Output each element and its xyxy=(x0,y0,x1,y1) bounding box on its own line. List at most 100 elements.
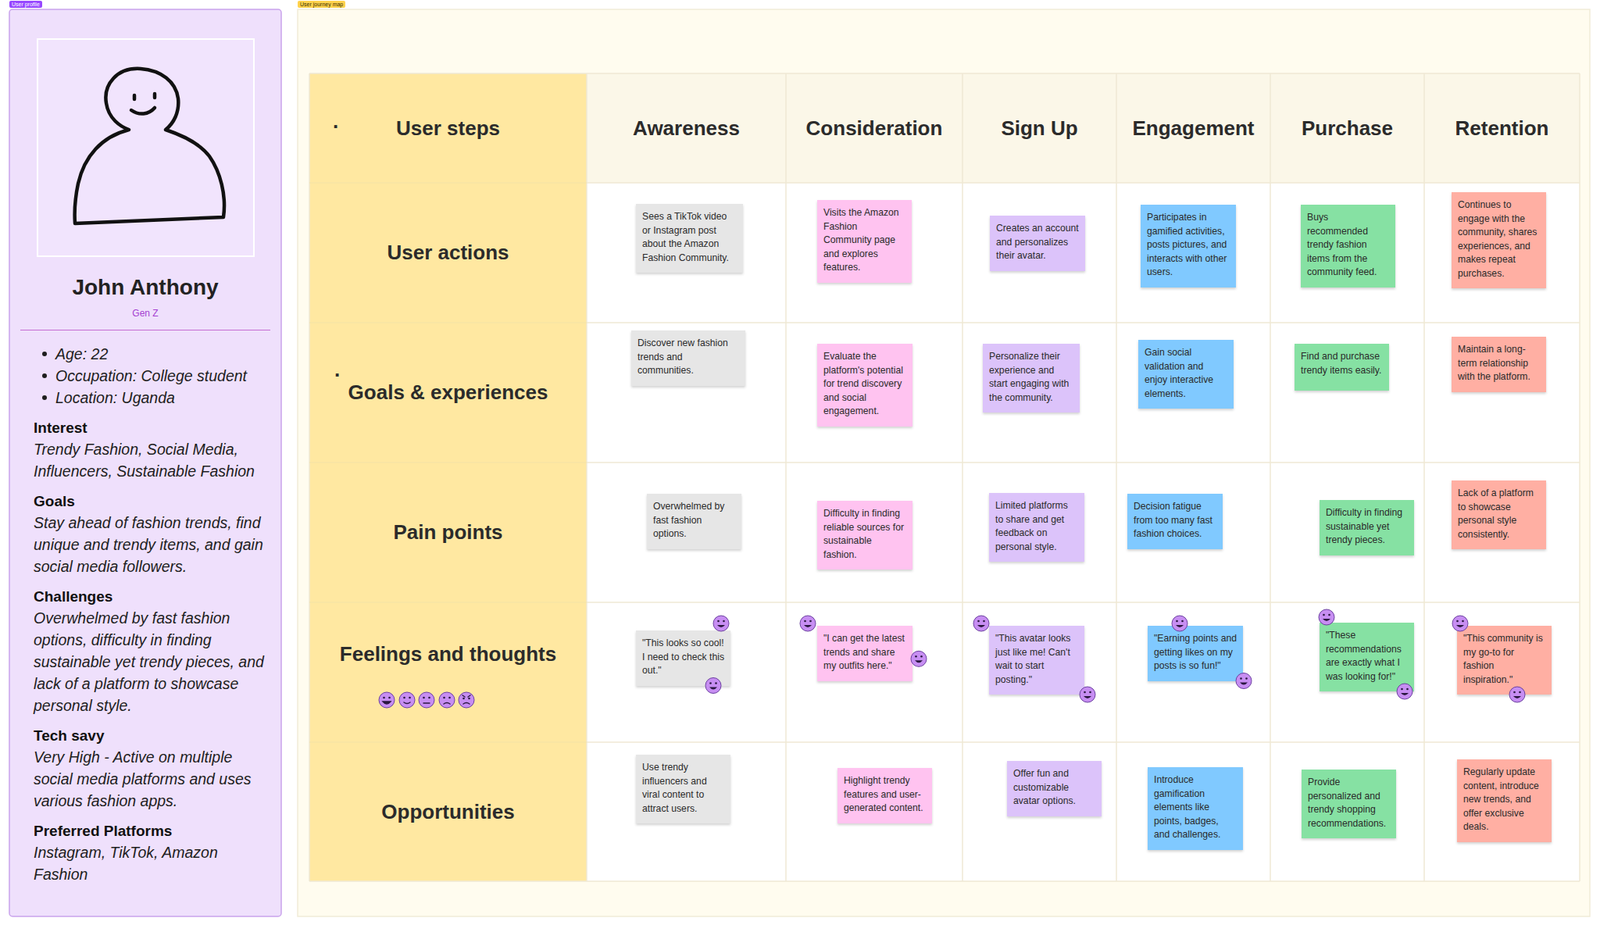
step-column xyxy=(309,73,587,882)
text: Overwhelmed by fast fashion options. xyxy=(653,500,736,542)
sticky-note: "These recommendations are exactly what … xyxy=(1319,622,1415,692)
text: Goals xyxy=(33,491,271,512)
text: Engagement xyxy=(1132,116,1254,141)
text: Difficulty in finding sustainable yet tr… xyxy=(1325,506,1408,548)
text: Find and purchase trendy items easily. xyxy=(1300,350,1383,378)
text: Gen Z xyxy=(20,307,271,331)
grid-header-cell: User actions xyxy=(309,182,587,323)
sticky-note: "This community is my go-to for fashion … xyxy=(1457,625,1552,695)
sticky-note: Participates in gamified activities, pos… xyxy=(1140,204,1236,288)
grid-header-cell: Sign Up xyxy=(962,73,1117,183)
sticky-note: Regularly update content, introduce new … xyxy=(1457,759,1552,843)
text: Use trendy influencers and viral content… xyxy=(642,760,725,816)
sticky-note: Difficulty in finding sustainable yet tr… xyxy=(1319,500,1415,556)
text: Challenges xyxy=(33,586,271,608)
text: Tech savy xyxy=(33,725,271,747)
text: Instagram, TikTok, Amazon Fashion xyxy=(33,841,268,886)
mood-face xyxy=(910,650,927,667)
text: Very High - Active on multiple social me… xyxy=(33,746,268,812)
sticky-note: Find and purchase trendy items easily. xyxy=(1294,343,1390,391)
mood-face xyxy=(800,615,816,632)
sticky-note: Highlight trendy features and user-gener… xyxy=(837,767,933,824)
text: Continues to engage with the community, … xyxy=(1457,198,1540,281)
text: Feelings and thoughts xyxy=(339,642,557,667)
text: Trendy Fashion, Social Media, Influencer… xyxy=(33,438,268,483)
sticky-note: Gain social validation and enjoy interac… xyxy=(1138,339,1234,409)
grid-header-cell: Retention xyxy=(1424,73,1580,183)
grid-header-cell: Awareness xyxy=(586,73,786,183)
sticky-note: "I can get the latest trends and share m… xyxy=(817,625,913,682)
text: Decision fatigue from too many fast fash… xyxy=(1133,500,1217,542)
sticky-note: Evaluate the platform's potential for tr… xyxy=(817,343,913,427)
text: "This looks so cool! I need to check thi… xyxy=(642,636,725,679)
text: Provide personalized and trendy shopping… xyxy=(1307,775,1390,831)
text: Interest xyxy=(33,417,271,439)
text: Awareness xyxy=(632,116,740,141)
text: Sees a TikTok video or Instagram post ab… xyxy=(642,210,737,265)
text: Purchase xyxy=(1301,116,1393,141)
text: Creates an account and personalizes thei… xyxy=(996,221,1079,264)
text: Highlight trendy features and user-gener… xyxy=(843,774,926,816)
sticky-note: Visits the Amazon Fashion Community page… xyxy=(817,200,912,283)
text: Offer fun and customizable avatar option… xyxy=(1013,767,1096,809)
sticky-note: "This avatar looks just like me! Can't w… xyxy=(989,625,1085,695)
text: Opportunities xyxy=(381,800,515,825)
avatar-drawing xyxy=(75,68,225,224)
persona-card: User profileJohn AnthonyGen ZAge: 22Occu… xyxy=(9,9,282,917)
grid-header-cell: Purchase xyxy=(1270,73,1425,183)
text: Participates in gamified activities, pos… xyxy=(1146,210,1230,280)
text: "These recommendations are exactly what … xyxy=(1325,628,1408,684)
sticky-note: Lack of a platform to showcase personal … xyxy=(1451,480,1547,550)
text: Maintain a long-term relationship with t… xyxy=(1457,342,1540,385)
journey-frame: User journey mapUser stepsAwarenessConsi… xyxy=(297,9,1590,917)
grid-header-cell: Opportunities xyxy=(309,742,587,882)
text: Stay ahead of fashion trends, find uniqu… xyxy=(33,511,268,578)
sticky-note: Personalize their experience and start e… xyxy=(982,343,1080,413)
grid-header-cell: Goals & experiences xyxy=(309,322,587,463)
sticky-note: Sees a TikTok video or Instagram post ab… xyxy=(635,203,743,273)
grid-header-cell: Engagement xyxy=(1116,73,1271,183)
text: "I can get the latest trends and share m… xyxy=(823,632,907,674)
text: Difficulty in finding reliable sources f… xyxy=(823,507,907,562)
frame-tag: User profile xyxy=(9,0,43,8)
mood-face xyxy=(973,615,990,632)
sticky-note: Limited platforms to share and get feedb… xyxy=(989,492,1085,562)
text: Age: 22 xyxy=(55,342,271,365)
text: Occupation: College student xyxy=(55,364,271,387)
sticky-note: "This looks so cool! I need to check thi… xyxy=(635,630,731,686)
persona-panel xyxy=(9,9,282,917)
text: Retention xyxy=(1455,116,1550,141)
sticky-note: Overwhelmed by fast fashion options. xyxy=(646,493,742,550)
grid-header-cell: User steps xyxy=(309,73,587,183)
mood-scale xyxy=(378,692,475,708)
grid-body xyxy=(586,182,1580,882)
text: User steps xyxy=(396,116,500,141)
text: Goals & experiences xyxy=(348,380,549,405)
journey-frame xyxy=(297,9,1590,917)
sticky-note: Difficulty in finding reliable sources f… xyxy=(817,500,913,570)
text: Pain points xyxy=(392,520,503,545)
sticky-note: Maintain a long-term relationship with t… xyxy=(1451,336,1547,393)
sticky-note: Creates an account and personalizes thei… xyxy=(989,215,1086,272)
sticky-note: Provide personalized and trendy shopping… xyxy=(1301,769,1397,839)
sticky-note: Offer fun and customizable avatar option… xyxy=(1007,760,1102,817)
text: Evaluate the platform's potential for tr… xyxy=(823,350,907,419)
text: Gain social validation and enjoy interac… xyxy=(1144,346,1228,401)
step-column-lines xyxy=(309,182,587,743)
text: Buys recommended trendy fashion items fr… xyxy=(1307,210,1390,280)
grid-header-cell: Consideration xyxy=(785,73,963,183)
text: User actions xyxy=(386,240,509,265)
grid-lines xyxy=(309,73,1580,882)
sticky-note: Discover new fashion trends and communit… xyxy=(631,330,746,386)
text: Regularly update content, introduce new … xyxy=(1463,765,1546,835)
header-row xyxy=(586,73,1580,183)
text: Limited platforms to share and get feedb… xyxy=(995,499,1079,554)
text: Preferred Platforms xyxy=(33,821,271,842)
text: Visits the Amazon Fashion Community page… xyxy=(823,206,906,275)
avatar-frame xyxy=(37,39,254,257)
sticky-note: "Earning points and getting likes on my … xyxy=(1147,625,1243,682)
sticky-note: Introduce gamification elements like poi… xyxy=(1147,767,1243,850)
text: Introduce gamification elements like poi… xyxy=(1153,773,1237,843)
frame-tag: User journey map xyxy=(297,0,346,8)
text: John Anthony xyxy=(20,275,271,300)
